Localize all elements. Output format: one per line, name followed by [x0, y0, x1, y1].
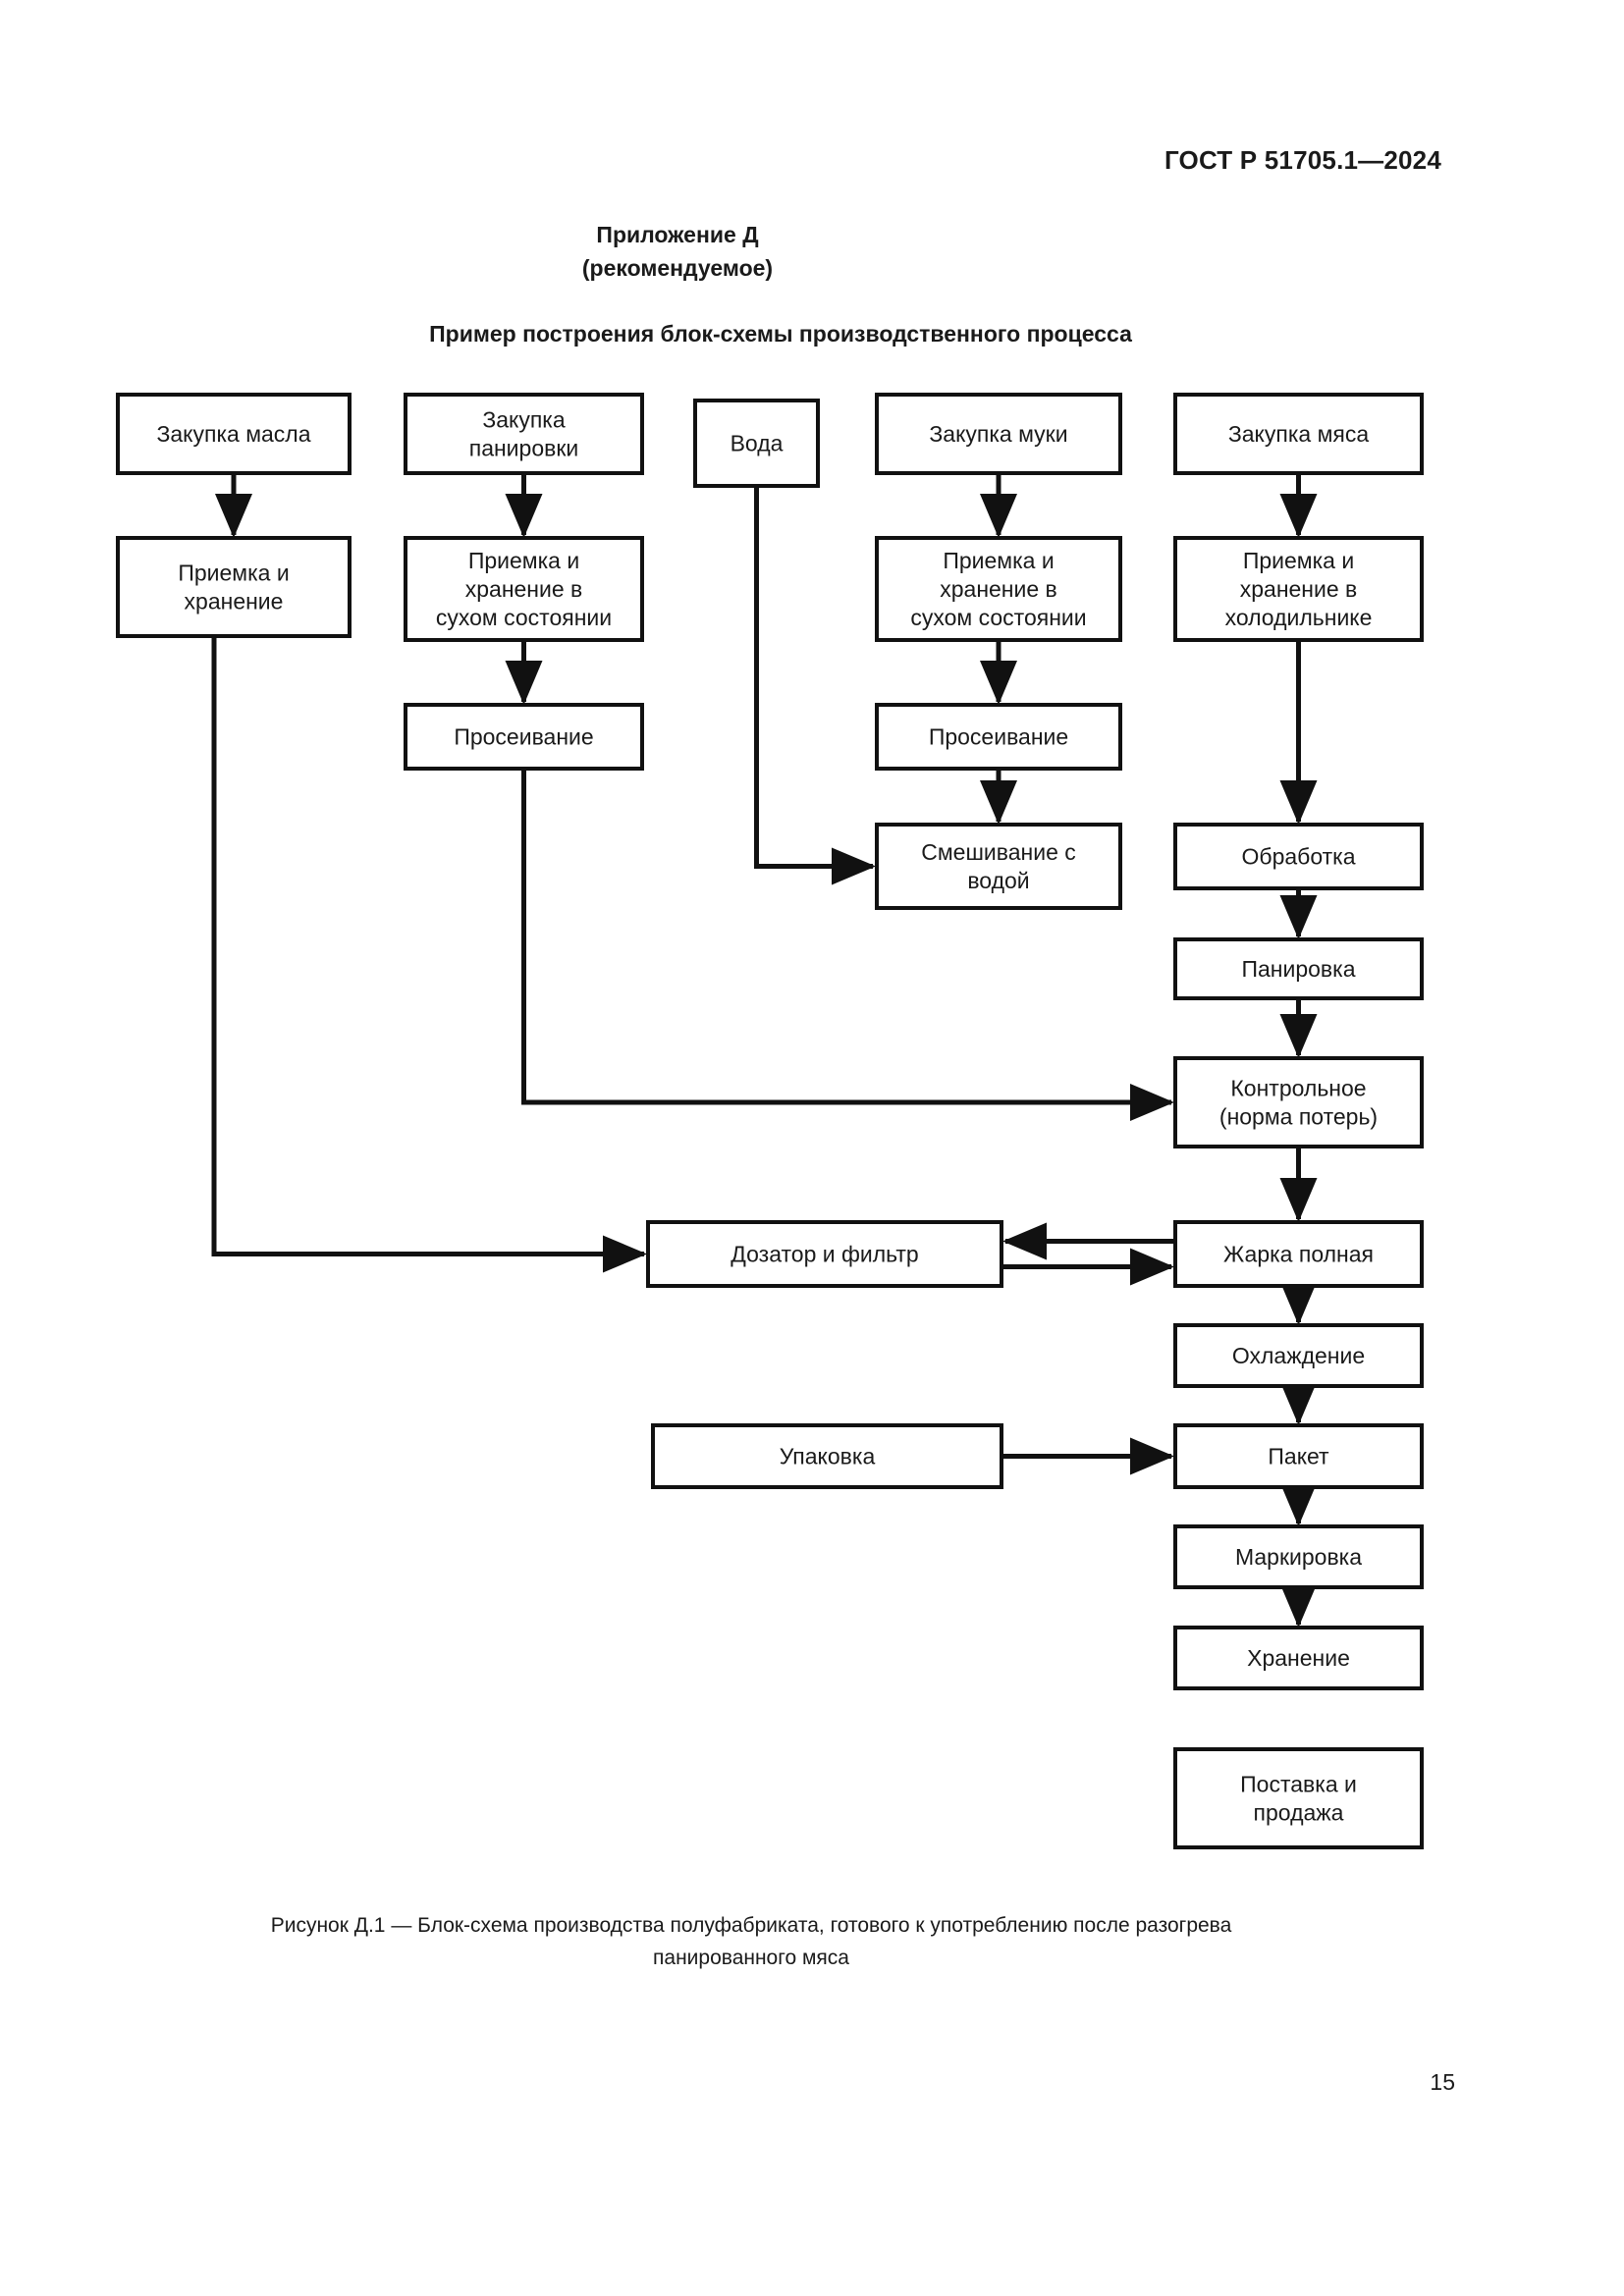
flowchart-node: Хранение: [1173, 1626, 1424, 1690]
flowchart-node-label: Просеивание: [454, 724, 593, 750]
flowchart-node: Просеивание: [404, 703, 644, 771]
flowchart-node-label: Приемка и: [178, 561, 289, 586]
flowchart-node-label: Хранение: [1247, 1645, 1350, 1671]
flowchart-node-label: хранение: [185, 589, 284, 614]
flowchart-node-label: хранение в: [1240, 576, 1358, 602]
flowchart-node: Смешивание с водой: [875, 823, 1122, 910]
figure-caption: Рисунок Д.1 — Блок-схема производства по…: [137, 1909, 1365, 1974]
flowchart-node-label: Упаковка: [780, 1444, 876, 1469]
flowchart-node-label: Закупка: [482, 407, 566, 433]
flowchart-node-label: Дозатор и фильтр: [731, 1242, 918, 1267]
flowchart-node: Закупка масла: [116, 393, 352, 475]
flowchart-node-layer: Закупка масла Закупка панировки Вода Закупка…: [116, 393, 1424, 1849]
flowchart-node-label: Приемка и: [943, 548, 1054, 573]
flowchart-edge: [754, 486, 877, 885]
process-flowchart: Закупка масла Закупка панировки Вода Закупка…: [116, 393, 1424, 1849]
flowchart-node: Поставка и продажа: [1173, 1747, 1424, 1849]
flowchart-node: Упаковка: [651, 1423, 1003, 1489]
flowchart-node-label: Пакет: [1268, 1444, 1329, 1469]
flowchart-node-label: Охлаждение: [1232, 1343, 1365, 1368]
flowchart-node-label: Смешивание с: [921, 839, 1076, 865]
standard-designation-header: ГОСТ Р 51705.1—2024: [1164, 145, 1441, 175]
flowchart-node-label: Контрольное: [1230, 1076, 1366, 1101]
flowchart-node-label: Вода: [731, 431, 784, 456]
figure-caption-line-1: Рисунок Д.1 — Блок-схема производства по…: [270, 1914, 1232, 1937]
flowchart-node: Панировка: [1173, 937, 1424, 1000]
section-heading: Пример построения блок-схемы производств…: [429, 321, 1132, 347]
flowchart-node: Жарка полная: [1173, 1220, 1424, 1288]
flowchart-node: Охлаждение: [1173, 1323, 1424, 1388]
flowchart-node-label: Приемка и: [1243, 548, 1354, 573]
flowchart-edge: [211, 636, 648, 1273]
flowchart-node-label: Просеивание: [929, 724, 1068, 750]
flowchart-node: Приемка и хранение: [116, 536, 352, 638]
figure-caption-line-2: панированного мяса: [653, 1947, 849, 1969]
flowchart-node-label: хранение в: [465, 576, 583, 602]
flowchart-node-label: Жарка полная: [1223, 1242, 1374, 1267]
page-number: 15: [1430, 2069, 1455, 2095]
flowchart-node: Закупка муки: [875, 393, 1122, 475]
flowchart-node-label: Закупка мяса: [1228, 421, 1369, 447]
flowchart-node-label: Поставка и: [1240, 1772, 1357, 1797]
flowchart-node: Обработка: [1173, 823, 1424, 890]
flowchart-node-label: Закупка масла: [156, 421, 310, 447]
annex-title-line: Приложение Д: [596, 222, 759, 247]
flowchart-node: Приемка и хранение в сухом состоянии: [404, 536, 644, 642]
flowchart-node: Контрольное (норма потерь): [1173, 1056, 1424, 1148]
flowchart-node: Дозатор и фильтр: [646, 1220, 1003, 1288]
flowchart-node: Маркировка: [1173, 1524, 1424, 1589]
flowchart-node-label: сухом состоянии: [910, 605, 1086, 630]
flowchart-node-label: (норма потерь): [1219, 1104, 1378, 1130]
flowchart-node: Приемка и хранение в холодильнике: [1173, 536, 1424, 642]
annex-subtitle-line: (рекомендуемое): [581, 255, 774, 281]
flowchart-node-label: сухом состоянии: [436, 605, 612, 630]
flowchart-node: Закупка мяса: [1173, 393, 1424, 475]
flowchart-node-label: Приемка и: [468, 548, 579, 573]
flowchart-node: Приемка и хранение в сухом состоянии: [875, 536, 1122, 642]
flowchart-node-label: продажа: [1254, 1800, 1344, 1826]
flowchart-node-label: Закупка муки: [929, 421, 1067, 447]
flowchart-edge-layer: [211, 473, 1318, 1629]
flowchart-node-label: водой: [967, 868, 1029, 893]
flowchart-node: Закупка панировки: [404, 393, 644, 475]
flowchart-node: Вода: [693, 399, 820, 488]
flowchart-node-label: Маркировка: [1235, 1544, 1362, 1570]
flowchart-node: Пакет: [1173, 1423, 1424, 1489]
flowchart-node-label: хранение в: [940, 576, 1057, 602]
flowchart-node-label: Панировка: [1241, 956, 1355, 982]
flowchart-edge: [521, 769, 1175, 1122]
annex-heading: Приложение Д (рекомендуемое): [0, 218, 1355, 285]
flowchart-node-label: холодильнике: [1225, 605, 1373, 630]
flowchart-node: Просеивание: [875, 703, 1122, 771]
flowchart-node-label: Обработка: [1242, 844, 1356, 870]
flowchart-node-label: панировки: [469, 436, 579, 461]
